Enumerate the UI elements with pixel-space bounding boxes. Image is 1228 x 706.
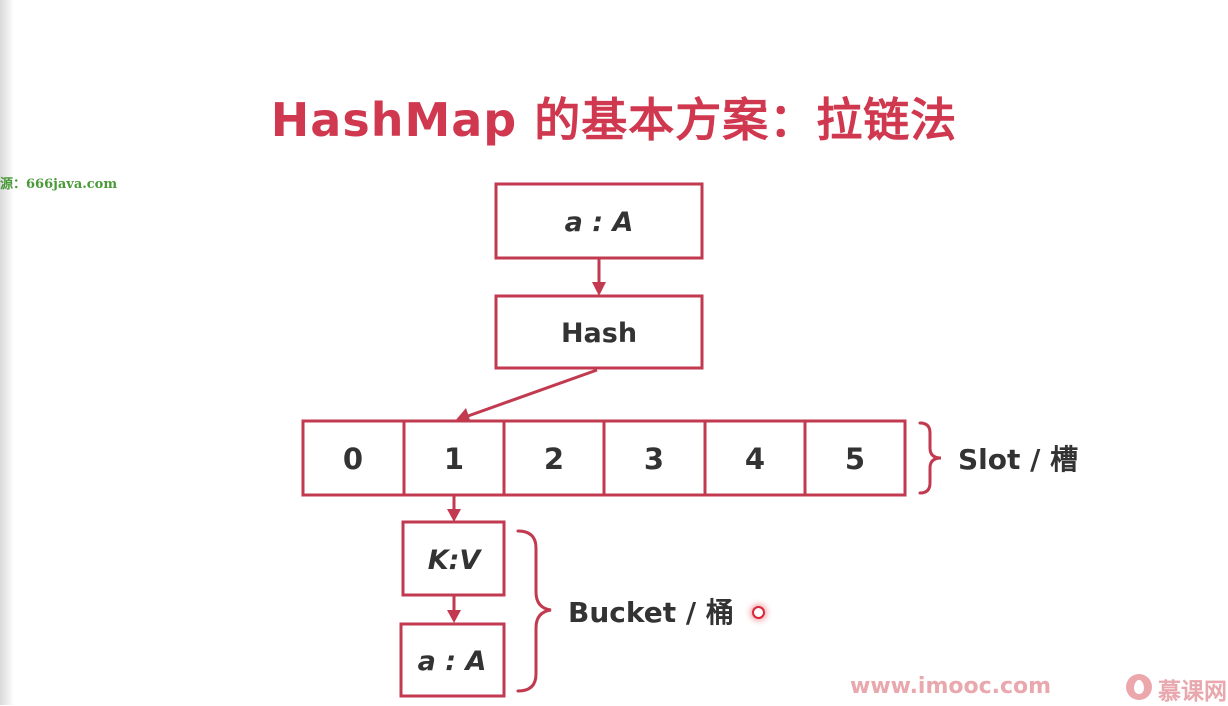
slot-array: 0 1 2 3 4 5 [301,419,907,497]
hash-box [494,294,704,370]
slot-cell [803,419,907,497]
bucket-entry [401,520,506,597]
slot-index: 3 [644,442,664,476]
bucket-entry [399,622,506,698]
slot-cell [402,419,506,497]
source-note: 源：666java.com [0,177,118,192]
slot-cell [602,419,707,497]
arrow-bucket-next-head [447,610,461,623]
left-edge-shadow [0,0,14,705]
arrow-slot-to-bucket-head [447,509,461,522]
slot-label: Slot / 槽 [958,443,1078,476]
bucket-entry-label: K:V [428,545,483,576]
slot-index: 0 [343,442,363,476]
slot-index: 2 [544,442,564,476]
slot-index: 4 [745,442,765,476]
slot-cell [301,419,406,497]
flame-logo-icon [1126,674,1152,700]
bucket-brace [516,529,552,693]
hash-box-label: Hash [561,318,637,349]
slot-index: 5 [845,442,865,476]
arrow-input-to-hash-head [592,282,606,296]
laser-pointer-dot [752,606,765,619]
slot-cell [703,419,807,497]
slide-title: HashMap 的基本方案：拉链法 [270,93,958,147]
input-box-label: a : A [565,207,634,238]
slot-index: 1 [444,442,464,476]
bucket-label: Bucket / 桶 [568,596,734,629]
watermark-brand: 慕课网 [1158,679,1227,705]
slot-cell [502,419,606,497]
input-box [494,182,704,260]
arrow-hash-to-slot-head [455,408,471,423]
arrow-hash-to-slot [467,368,598,418]
slot-brace [918,421,942,495]
bucket-entry-label: a : A [418,646,487,677]
watermark-site: www.imooc.com [850,674,1052,699]
